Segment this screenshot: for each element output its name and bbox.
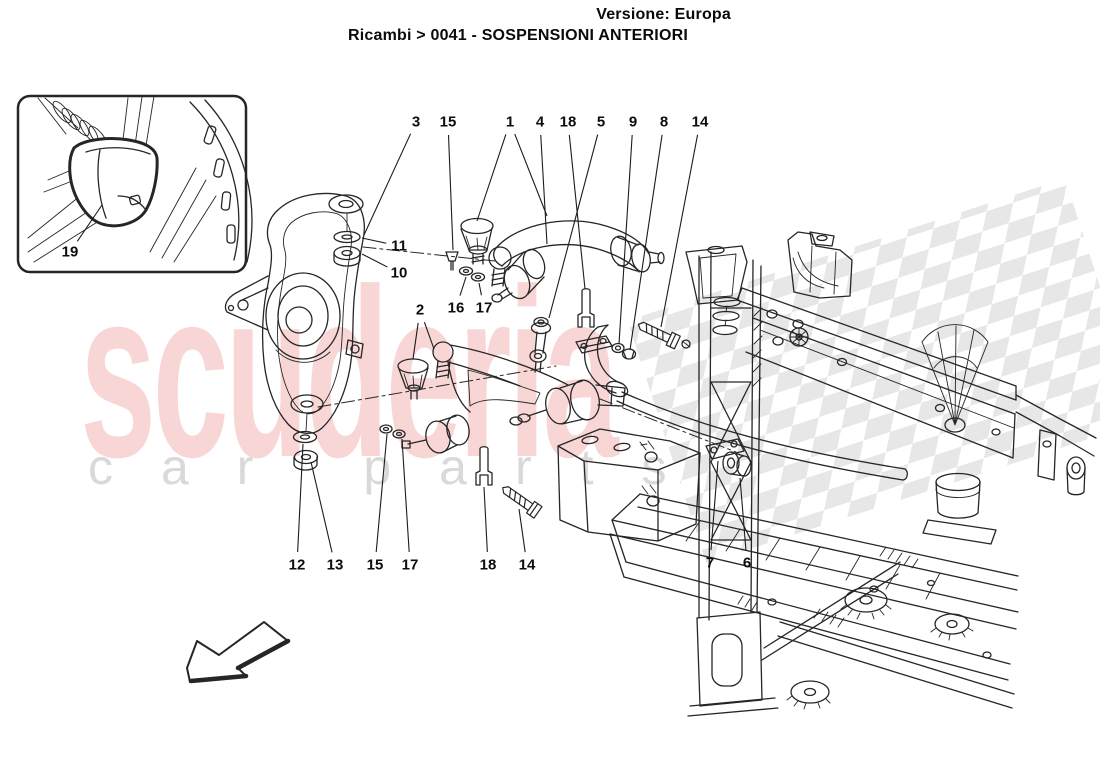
callout-4: 4 <box>536 114 548 245</box>
callout-2: 2 <box>412 302 435 360</box>
callout-8: 8 <box>629 114 668 351</box>
callout-9: 9 <box>618 114 637 345</box>
part-19-shield <box>68 137 159 228</box>
svg-text:7: 7 <box>706 555 714 572</box>
callout-1: 1 <box>476 114 548 222</box>
fan-bracket <box>921 324 989 433</box>
right-edge-bracketry <box>1015 394 1097 496</box>
svg-text:3: 3 <box>412 114 420 131</box>
svg-text:16: 16 <box>448 300 465 317</box>
svg-text:2: 2 <box>416 302 424 319</box>
upper-boss-washers <box>328 194 364 267</box>
callout-14: 14 <box>518 508 536 574</box>
callout-15: 15 <box>440 114 457 251</box>
svg-text:12: 12 <box>289 557 306 574</box>
callout-5: 5 <box>548 114 605 319</box>
lower-rear-bushing <box>509 379 626 426</box>
drop-link <box>529 316 552 373</box>
wheel-arc <box>189 99 253 263</box>
svg-text:4: 4 <box>536 114 545 131</box>
hub-bore <box>265 272 341 363</box>
svg-text:14: 14 <box>519 557 536 574</box>
watermark-secondary: car parts <box>88 439 715 495</box>
nut-and-washer-9-8 <box>611 342 637 360</box>
callout-6: 6 <box>739 477 751 572</box>
callout-13: 13 <box>310 461 344 574</box>
upper-front-bushing <box>491 248 546 303</box>
svg-text:13: 13 <box>327 557 344 574</box>
callout-12: 12 <box>289 443 306 574</box>
knuckle-upright <box>224 192 365 471</box>
upper-ball-joint <box>460 217 494 265</box>
mount-pad <box>786 680 831 710</box>
svg-text:14: 14 <box>692 114 709 131</box>
lower-frame-rails <box>609 493 1019 710</box>
svg-text:8: 8 <box>660 114 668 131</box>
svg-text:17: 17 <box>402 557 419 574</box>
svg-text:1: 1 <box>506 114 514 131</box>
upper-rail <box>736 287 1017 459</box>
svg-text:18: 18 <box>560 114 577 131</box>
small-bolt-15 <box>445 251 459 271</box>
inset-box <box>16 94 253 274</box>
svg-text:15: 15 <box>440 114 457 131</box>
callout-19: 19 <box>62 204 103 261</box>
chassis-frame <box>557 231 1097 717</box>
svg-text:11: 11 <box>391 238 407 255</box>
svg-text:6: 6 <box>743 555 751 572</box>
callout-17: 17 <box>401 438 419 574</box>
lower-front-bushing <box>379 414 470 454</box>
engine-mount-box <box>557 428 701 542</box>
callout-10: 10 <box>361 253 408 282</box>
callout-17: 17 <box>476 282 493 317</box>
bump-stop-cylinder <box>922 472 997 545</box>
front-pillar <box>681 245 779 717</box>
callout-11: 11 <box>361 237 407 255</box>
direction-arrow-icon <box>186 621 291 684</box>
mount-pad <box>930 613 974 641</box>
drawing-layer <box>16 94 1097 717</box>
svg-text:19: 19 <box>62 244 79 261</box>
callout-16: 16 <box>448 276 467 317</box>
callout-7: 7 <box>706 460 719 572</box>
svg-text:17: 17 <box>476 300 493 317</box>
watermark-primary: scuderia <box>80 240 620 508</box>
breadcrumb: Ricambi > 0041 - SOSPENSIONI ANTERIORI <box>348 27 688 44</box>
checkered-flag-watermark <box>627 178 1100 564</box>
caliper-tab <box>345 339 364 359</box>
lower-boss-washers <box>290 394 324 471</box>
svg-text:5: 5 <box>597 114 605 131</box>
callout-18: 18 <box>480 486 497 574</box>
watermark-layer: scuderia car parts <box>80 178 1100 564</box>
version-label: Versione: Europa <box>596 6 731 23</box>
lower-wishbone <box>379 341 626 454</box>
shock-tower-casting <box>787 231 853 299</box>
washers-16-17 <box>458 266 486 282</box>
inset-border <box>16 94 248 274</box>
callout-15: 15 <box>367 433 388 574</box>
mount-pad <box>840 587 892 620</box>
svg-text:15: 15 <box>367 557 384 574</box>
svg-text:10: 10 <box>391 265 408 282</box>
callout-14: 14 <box>660 114 709 328</box>
assembly-axis-lines <box>317 246 737 453</box>
svg-text:18: 18 <box>480 557 497 574</box>
svg-text:9: 9 <box>629 114 637 131</box>
callout-3: 3 <box>363 114 420 236</box>
steering-arm <box>224 275 269 331</box>
